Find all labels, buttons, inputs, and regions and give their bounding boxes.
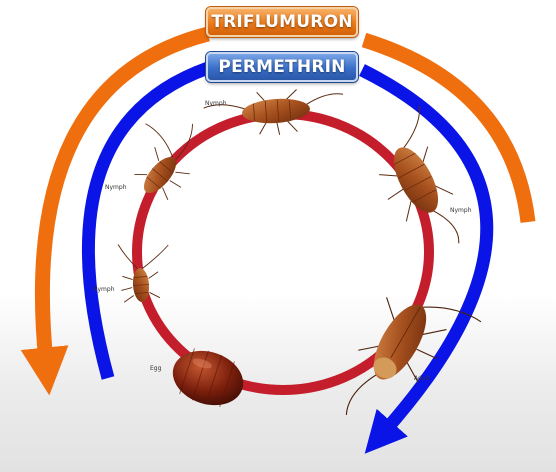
stage-label-adult: Adult <box>414 375 430 382</box>
stage-label-egg: Egg <box>150 365 162 372</box>
stage-label-nymph-top: Nymph <box>205 100 227 107</box>
triflumuron-arrows <box>42 34 528 362</box>
adult-insect <box>326 275 481 450</box>
permethrin-label: PERMETHRIN <box>206 52 358 82</box>
nymph-right <box>356 106 485 263</box>
nymph-top <box>203 86 346 140</box>
stage-label-nymph-left-lower: Nymph <box>93 286 115 293</box>
triflumuron-label: TRIFLUMURON <box>206 7 358 37</box>
stage-label-nymph-right: Nymph <box>450 207 472 214</box>
nymph-left-lower <box>118 241 172 303</box>
permethrin-arc-left <box>88 68 208 378</box>
stage-label-nymph-left-upper: Nymph <box>105 184 127 191</box>
